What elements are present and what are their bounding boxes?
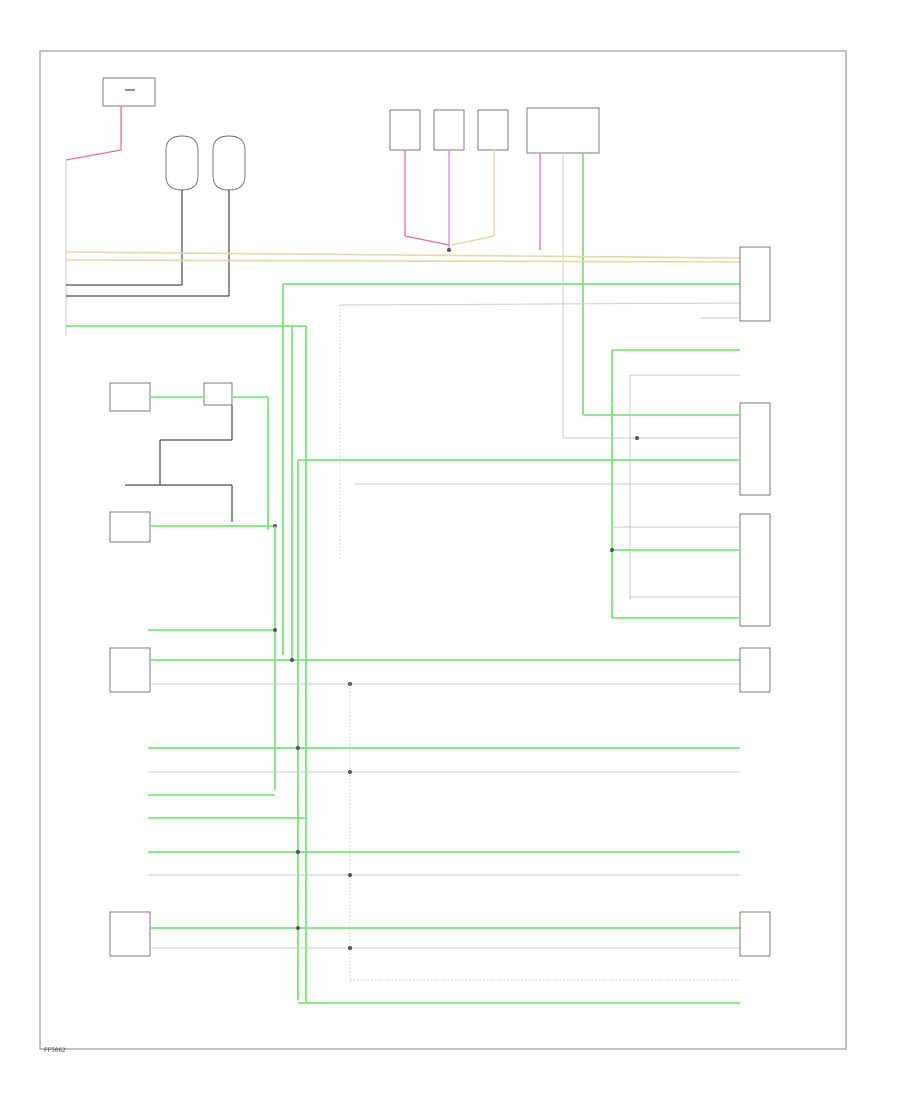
top-left-component xyxy=(65,77,156,161)
lower-runs xyxy=(109,746,771,1004)
figure-id: FF5062 xyxy=(44,1047,66,1054)
left-sensors xyxy=(109,382,277,543)
speaker-components xyxy=(66,135,246,297)
right-modules-2 xyxy=(297,349,771,1000)
right-module-1 xyxy=(700,246,771,322)
diagram-frame xyxy=(39,50,847,1050)
main-bus xyxy=(65,251,741,1003)
top-center-modules xyxy=(389,107,600,438)
middle-runs xyxy=(109,526,771,985)
